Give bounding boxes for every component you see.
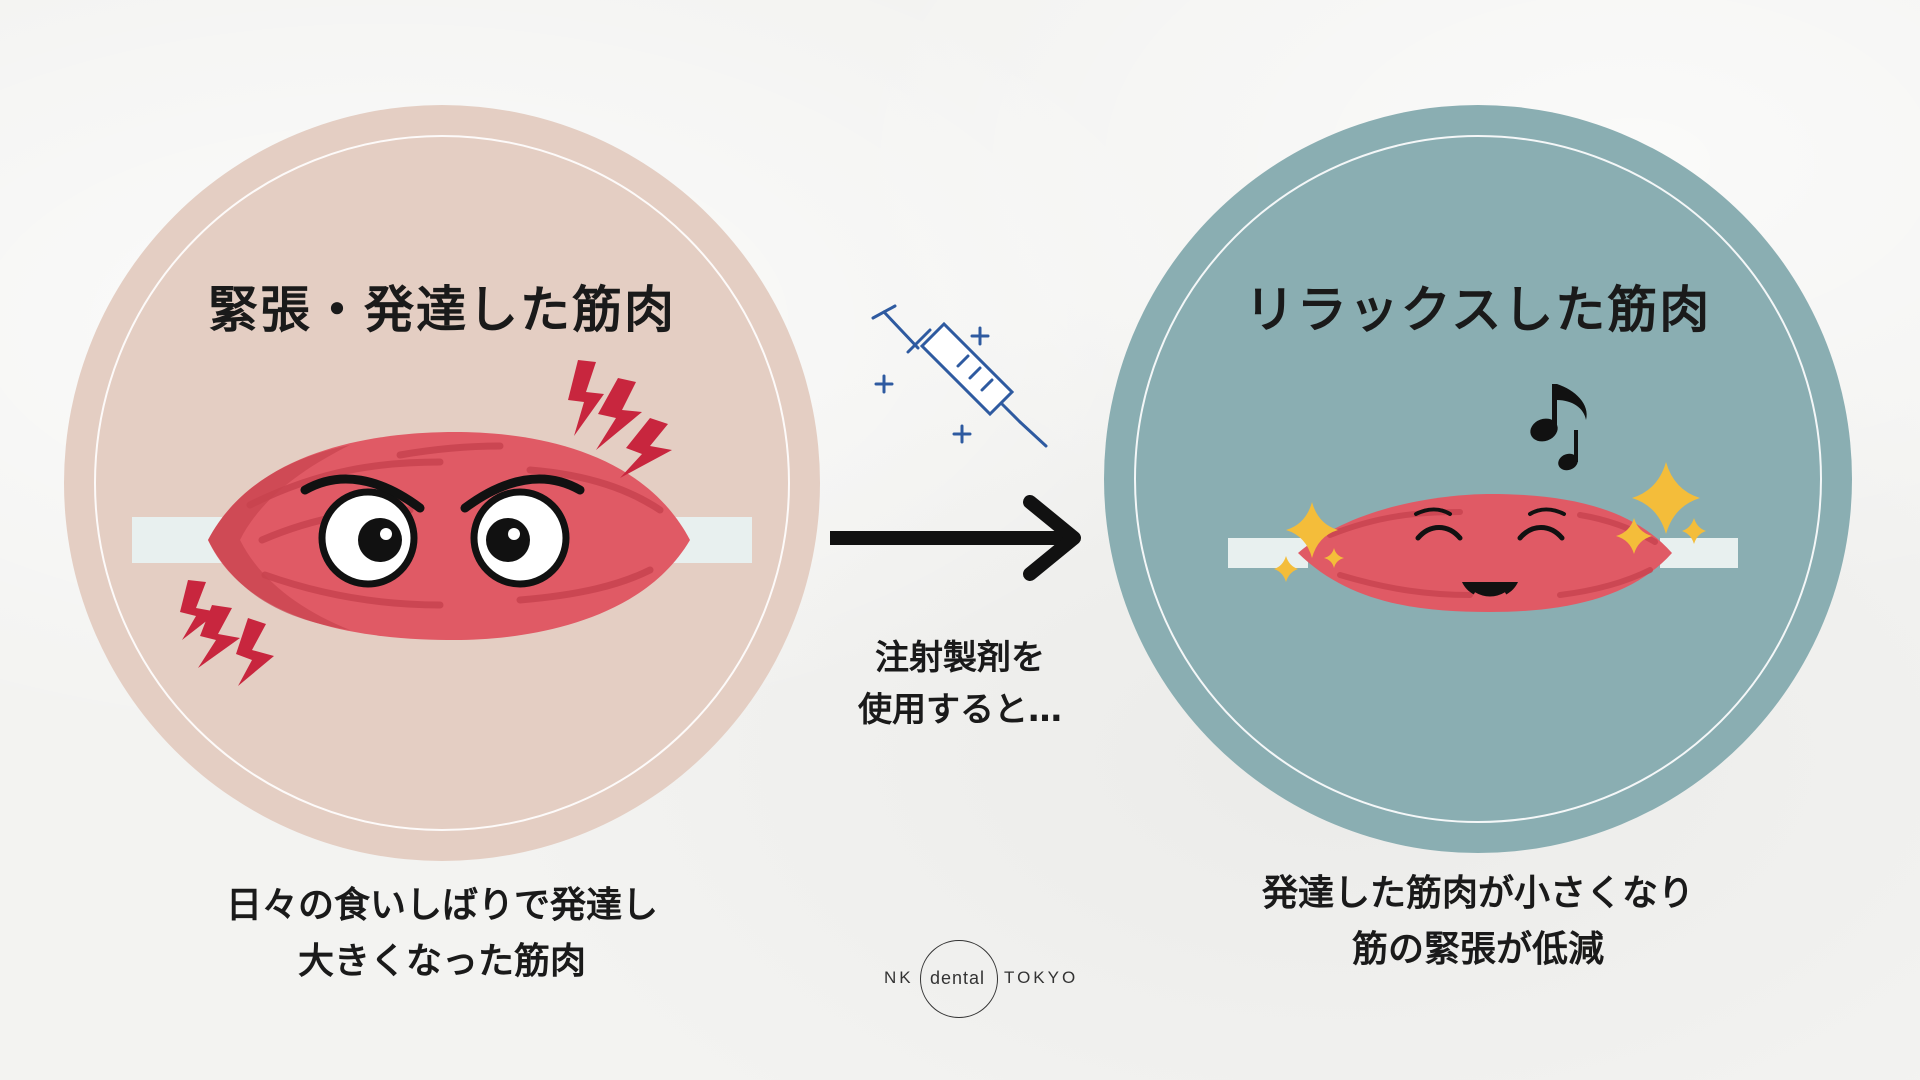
right-caption-line-2: 筋の緊張が低減 <box>1351 929 1604 970</box>
lightning-icon <box>180 360 672 686</box>
right-tendon-left <box>1228 538 1308 568</box>
nk-dental-tokyo-logo: NK dental TOKYO <box>880 940 1080 1020</box>
left-tendon-left <box>132 517 222 563</box>
logo-tokyo: TOKYO <box>1004 968 1079 987</box>
left-panel-ring <box>94 135 790 831</box>
left-caption-line-2: 大きくなった筋肉 <box>297 941 586 982</box>
syringe-icon <box>871 304 1048 448</box>
middle-caption: 注射製剤を 使用すると… <box>820 632 1100 736</box>
right-panel-ring <box>1134 135 1822 823</box>
tense-muscle <box>208 432 690 640</box>
middle-caption-line-1: 注射製剤を <box>875 638 1045 678</box>
left-caption-line-1: 日々の食いしばりで発達し <box>225 885 658 926</box>
middle-caption-line-2: 使用すると… <box>858 690 1062 730</box>
angry-eyes-icon <box>300 474 585 588</box>
right-title: リラックスした筋肉 <box>1244 281 1712 339</box>
logo-nk: NK <box>884 968 914 987</box>
left-caption: 日々の食いしばりで発達し 大きくなった筋肉 <box>92 878 792 990</box>
right-caption: 発達した筋肉が小さくなり 筋の緊張が低減 <box>1128 866 1828 978</box>
right-tendon-right <box>1660 538 1738 568</box>
relaxed-face <box>1414 507 1566 601</box>
left-title: 緊張・発達した筋肉 <box>208 281 676 339</box>
logo-dental: dental <box>930 968 986 988</box>
arrow-right-icon <box>830 495 1081 581</box>
logo-ring <box>920 940 998 1018</box>
music-note-icon <box>1530 384 1587 471</box>
sparkle-icon <box>1274 462 1706 582</box>
right-caption-line-1: 発達した筋肉が小さくなり <box>1261 873 1694 914</box>
